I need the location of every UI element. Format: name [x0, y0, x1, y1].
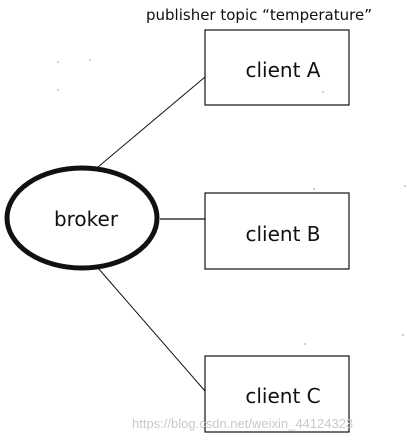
client-c-label: client C: [245, 384, 320, 408]
broker-label: broker: [54, 207, 119, 231]
broker-ellipse: [4, 165, 160, 271]
client-b-box: [204, 192, 350, 270]
connector-broker-client-c: [97, 267, 206, 392]
diagram-title: publisher topic “temperature”: [146, 6, 372, 24]
client-a-node: client A: [204, 29, 350, 106]
client-c-node: client C: [204, 355, 350, 433]
broker-node: broker: [4, 165, 160, 271]
scan-specks: [57, 59, 406, 345]
client-a-box: [204, 29, 350, 106]
connector-broker-client-a: [97, 76, 206, 168]
client-a-label: client A: [246, 58, 321, 82]
client-b-node: client B: [204, 192, 350, 270]
watermark-text: https://blog.csdn.net/weixin_44124323: [132, 416, 353, 431]
client-b-label: client B: [245, 222, 320, 246]
client-c-box: [204, 355, 350, 433]
